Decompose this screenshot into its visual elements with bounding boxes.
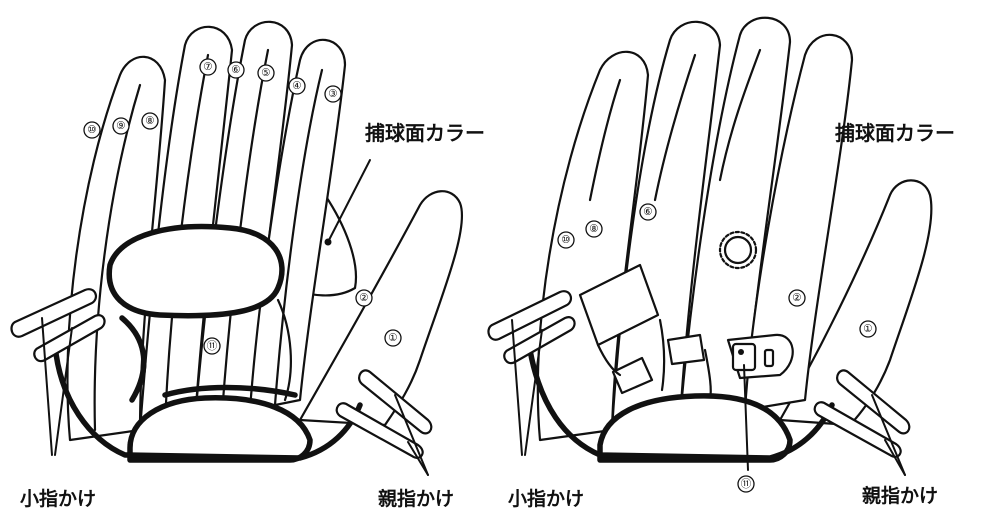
right-back-patch xyxy=(666,333,706,366)
left-part-number: ⑪ xyxy=(203,337,221,355)
right-finger-4 xyxy=(743,33,854,412)
right-finger-seam xyxy=(718,48,762,182)
left-part-number: ⑤ xyxy=(257,64,275,82)
left-finger-seam xyxy=(273,68,324,407)
svg-text:⑩: ⑩ xyxy=(87,124,96,136)
svg-text:⑨: ⑨ xyxy=(116,120,125,132)
left-thumb-pointer xyxy=(407,441,429,476)
left-thumb-pointer xyxy=(394,394,429,476)
left-glove: ⑩ ⑨ ⑧ ⑦ ⑥ ⑤ ④ ③ ② ① ⑪ 捕球面カラー 小指かけ 親指かけ xyxy=(10,20,485,510)
left-catch-face-label: 捕球面カラー xyxy=(365,121,485,145)
right-little-finger-pointer xyxy=(511,319,523,456)
left-palm-pad xyxy=(106,223,285,319)
svg-text:⑧: ⑧ xyxy=(589,223,598,235)
left-part-number: ① xyxy=(384,329,402,347)
svg-text:②: ② xyxy=(792,292,801,304)
left-little-finger-pointer xyxy=(41,317,53,456)
left-little-finger-pointer xyxy=(54,327,73,456)
left-part-number: ⑥ xyxy=(227,61,245,79)
right-thumb-outline xyxy=(778,179,933,427)
right-part-number: ② xyxy=(788,289,806,307)
left-catch-face-pointer xyxy=(327,159,371,243)
left-part-number: ③ xyxy=(324,85,342,103)
right-thumb-pointer xyxy=(884,439,906,476)
svg-text:⑥: ⑥ xyxy=(643,206,652,218)
svg-text:⑦: ⑦ xyxy=(203,61,212,73)
left-little-finger-label: 小指かけ xyxy=(20,488,96,510)
right-glove-bottom-edge xyxy=(527,347,835,461)
right-back-patch xyxy=(611,356,654,395)
right-back-seam xyxy=(658,318,666,392)
left-thumb-outline xyxy=(298,190,464,427)
right-part11-pointer xyxy=(743,364,749,471)
right-little-finger-hook xyxy=(487,290,573,341)
left-thumb-hook xyxy=(335,402,424,459)
right-sunburst-emblem-inner xyxy=(723,235,753,265)
left-part-number: ⑦ xyxy=(199,58,217,76)
left-part-number: ④ xyxy=(288,77,306,95)
svg-text:①: ① xyxy=(863,323,872,335)
right-glove: ⑩ ⑧ ⑥ ② ① ⑪ 捕球面カラー 小指かけ 親指かけ xyxy=(487,16,955,510)
left-glove-bottom-edge xyxy=(52,342,363,461)
right-part-number: ⑧ xyxy=(585,220,603,238)
right-buckle-dot xyxy=(738,349,744,355)
right-catch-face-label: 捕球面カラー xyxy=(835,121,955,145)
left-part-number: ② xyxy=(355,289,373,307)
left-part-number: ⑨ xyxy=(112,117,130,135)
right-little-finger-hook xyxy=(503,316,576,365)
left-part-number: ⑧ xyxy=(141,112,159,130)
right-finger-seam xyxy=(653,53,697,202)
svg-text:⑥: ⑥ xyxy=(231,64,240,76)
left-little-finger-hook xyxy=(10,288,98,338)
right-back-seam xyxy=(596,343,622,377)
svg-text:⑤: ⑤ xyxy=(261,67,270,79)
left-part-number: ⑩ xyxy=(83,121,101,139)
svg-text:⑪: ⑪ xyxy=(207,340,218,352)
svg-text:⑩: ⑩ xyxy=(561,234,570,246)
right-part-number: ⑩ xyxy=(557,231,575,249)
left-thumb-label: 親指かけ xyxy=(378,487,454,510)
right-thumb-hook xyxy=(836,369,911,435)
left-catch-face-dot xyxy=(324,238,332,246)
right-part-number: ① xyxy=(859,320,877,338)
right-thumb-label: 親指かけ xyxy=(862,484,938,507)
left-web-outline xyxy=(162,384,298,398)
right-finger-2 xyxy=(610,20,722,432)
svg-text:⑪: ⑪ xyxy=(741,478,752,490)
right-finger-seam xyxy=(588,78,622,202)
left-thumb-hook xyxy=(358,369,433,435)
right-thumb-pointer xyxy=(871,394,906,476)
right-thumb-hook xyxy=(813,401,902,458)
right-little-finger-pointer xyxy=(524,329,543,456)
right-part-number: ⑥ xyxy=(639,203,657,221)
right-back-patch xyxy=(578,263,660,347)
right-little-finger-label: 小指かけ xyxy=(508,488,584,510)
svg-text:②: ② xyxy=(359,292,368,304)
svg-text:③: ③ xyxy=(328,88,337,100)
svg-text:⑧: ⑧ xyxy=(145,115,154,127)
right-sunburst-emblem xyxy=(718,230,758,270)
right-part-number: ⑪ xyxy=(737,475,755,493)
left-palm-seam xyxy=(276,298,292,402)
left-palm-pad-lower xyxy=(119,315,147,403)
left-heel-pocket xyxy=(127,395,313,463)
right-strap-slot xyxy=(763,348,775,368)
svg-text:①: ① xyxy=(388,332,397,344)
svg-text:④: ④ xyxy=(292,80,301,92)
left-little-finger-hook xyxy=(33,314,106,363)
